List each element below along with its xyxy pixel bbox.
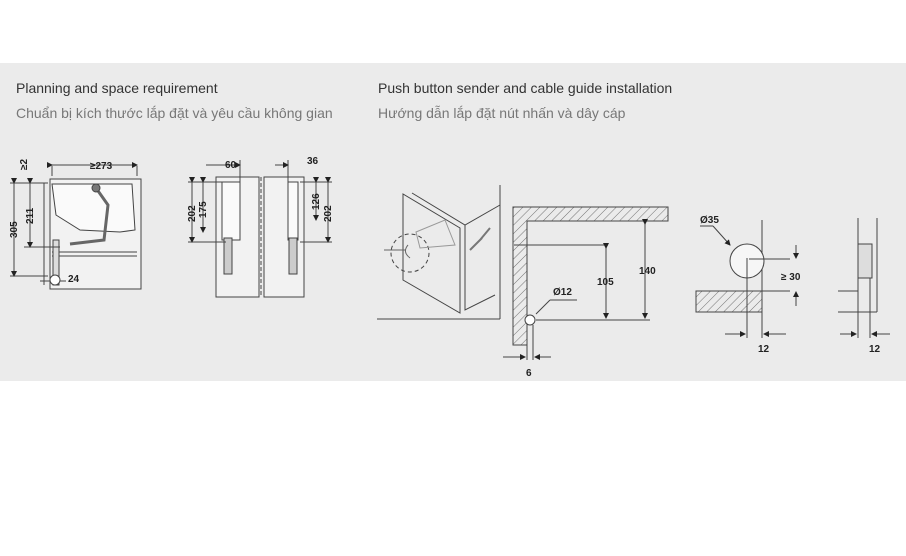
planning-subtitle: Chuẩn bị kích thước lắp đặt và yêu cầu k… xyxy=(16,105,333,121)
dim-gap: ≥2 xyxy=(19,159,30,170)
dim-depth-12a: 12 xyxy=(758,344,770,355)
cup-hole-drawing xyxy=(695,220,799,338)
wall-section-drawing xyxy=(503,206,669,360)
dim-left-top: 60 xyxy=(225,160,237,171)
planning-title: Planning and space requirement xyxy=(16,80,218,96)
dim-left-inner: 175 xyxy=(198,201,209,218)
dim-right-top: 36 xyxy=(307,156,319,167)
dim-cup-dia: Ø35 xyxy=(700,215,719,226)
dim-hole-dia: Ø12 xyxy=(553,287,572,298)
installation-title: Push button sender and cable guide insta… xyxy=(378,80,673,96)
dim-offset: 24 xyxy=(68,274,80,285)
dim-right-outer: 202 xyxy=(323,205,334,222)
front-view-drawing xyxy=(188,160,332,298)
dim-105: 105 xyxy=(597,277,614,288)
dim-height-total: 305 xyxy=(9,221,20,238)
side-view-drawing xyxy=(10,162,142,290)
dim-depth-12b: 12 xyxy=(869,344,881,355)
perspective-drawing xyxy=(377,185,501,320)
dim-height-arm: 211 xyxy=(25,207,36,224)
side-section-drawing xyxy=(838,218,890,338)
content-panel xyxy=(0,63,906,381)
dim-right-inner: 126 xyxy=(311,193,322,210)
dim-left-outer: 202 xyxy=(187,205,198,222)
dim-min-30: ≥ 30 xyxy=(781,272,801,283)
dim-edge-6: 6 xyxy=(526,368,532,379)
dim-width: ≥273 xyxy=(90,161,113,172)
dim-140: 140 xyxy=(639,266,656,277)
installation-subtitle: Hướng dẫn lắp đặt nút nhấn và dây cáp xyxy=(378,105,626,121)
